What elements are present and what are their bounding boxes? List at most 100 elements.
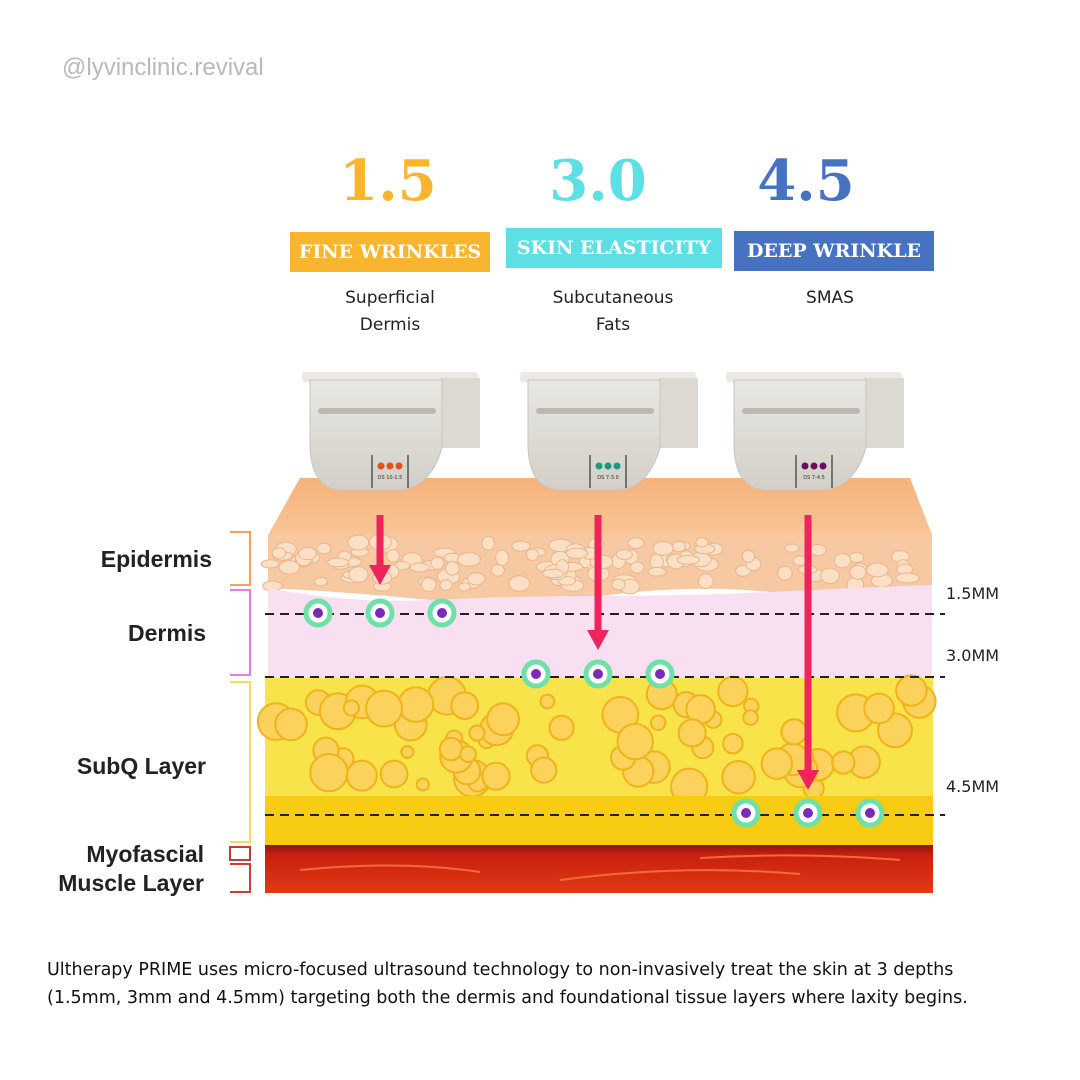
epidermis-cell (439, 579, 453, 591)
bracket-subq (230, 681, 251, 843)
depth-number-3: 4.5 (757, 148, 855, 214)
transducer-indicator-dot (819, 462, 827, 470)
label-deep-wrinkle: DEEP WRINKLE (734, 231, 934, 271)
epidermis-cell (849, 564, 867, 580)
transducer-model: DS 10-1.5 (378, 475, 403, 481)
epidermis-cell (271, 547, 287, 559)
fat-cell (415, 777, 430, 792)
target-3: SMAS (720, 285, 940, 312)
layer-label-epidermis: Epidermis (100, 546, 212, 572)
bracket-myofascial (229, 846, 251, 861)
epidermis-cell (866, 562, 889, 578)
bracket-dermis (230, 589, 251, 676)
epidermis-cell (409, 562, 430, 573)
epidermis-cell (420, 577, 437, 593)
target-1-line1: Superficial (345, 288, 435, 308)
epidermis-cell (457, 582, 471, 592)
caption: Ultherapy PRIME uses micro-focused ultra… (47, 956, 1067, 1012)
epidermis-cell (386, 548, 400, 563)
epidermis-cell (615, 549, 633, 560)
epidermis-cell (630, 561, 645, 574)
arrow-head-icon (369, 565, 391, 585)
epidermis-cell (508, 575, 531, 592)
epidermis-cell (525, 548, 539, 562)
fat-cell (274, 707, 308, 742)
epidermis-cell (565, 547, 589, 559)
fat-cell (397, 686, 435, 723)
epidermis-cell (784, 543, 800, 553)
transducer-indicator-dot (613, 462, 621, 470)
epidermis-cell (819, 567, 840, 584)
depth-number-1: 1.5 (339, 148, 437, 214)
caption-line-1: Ultherapy PRIME uses micro-focused ultra… (47, 960, 954, 980)
layer-label-muscle: Muscle Layer (58, 870, 204, 896)
arrow-head-icon (587, 630, 609, 650)
transducer-2: DS 7-3.0 (520, 372, 698, 491)
epidermis-cell (671, 540, 686, 553)
epidermis-cell (652, 541, 674, 556)
depth-marker-4-5: 4.5MM (946, 777, 1000, 796)
epidermis-cell (777, 565, 793, 581)
epidermis-cell (741, 549, 756, 563)
fat-cell (760, 747, 794, 780)
transducer-indicator-dot (801, 462, 809, 470)
fat-cell (722, 732, 744, 755)
epidermis-cell (495, 549, 510, 566)
fat-cell (481, 761, 511, 791)
transducer-indicator-dot (604, 462, 612, 470)
epidermis-cell (347, 534, 370, 551)
epidermis-cell (297, 546, 317, 561)
transducer-indicator-dot (810, 462, 818, 470)
fat-cell (400, 744, 415, 760)
fat-cell (721, 759, 756, 795)
fat-cell (539, 693, 556, 710)
muscle-layer (265, 845, 933, 893)
deep-fat-band (265, 796, 933, 845)
epidermis-cell (647, 566, 667, 577)
fat-cell (895, 674, 928, 707)
transducer-indicator-dot (377, 462, 385, 470)
label-skin-elasticity: SKIN ELASTICITY (506, 228, 722, 268)
fat-cell (717, 675, 749, 708)
epidermis-cell (809, 543, 827, 557)
depth-marker-3-0: 3.0MM (946, 646, 1000, 665)
fat-cell (468, 724, 486, 742)
fat-cell (742, 709, 759, 726)
epidermis-cell (445, 561, 460, 576)
epidermis-cell (490, 564, 505, 577)
epidermis-cell (511, 540, 531, 552)
epidermis-cell (695, 537, 709, 548)
fat-cell (379, 759, 409, 789)
transducer-model: DS 7-4.5 (803, 475, 825, 481)
depth-number-2: 3.0 (549, 148, 647, 214)
layer-label-myofascial: Myofascial (86, 841, 204, 867)
epidermis-cell (676, 554, 700, 565)
epidermis-cell (557, 576, 577, 586)
epidermis-cell (466, 572, 486, 586)
fat-cell (459, 745, 477, 764)
epidermis-cell (833, 552, 852, 569)
epidermis-cell (278, 560, 301, 575)
fat-cell (345, 759, 378, 792)
epidermis-cell (792, 555, 807, 566)
target-1-line2: Dermis (359, 315, 421, 335)
fat-cell (548, 714, 575, 741)
fat-cell (780, 718, 808, 746)
fat-cell (677, 718, 707, 748)
layer-label-subq: SubQ Layer (76, 753, 206, 779)
fat-cell (616, 722, 654, 761)
transducer-indicator-dot (386, 462, 394, 470)
target-3-line1: SMAS (806, 288, 854, 308)
transducer-indicator-dot (595, 462, 603, 470)
epidermis-cell (348, 566, 369, 583)
epidermis-cell (457, 552, 481, 567)
bracket-muscle (230, 863, 251, 893)
fat-cell (486, 702, 521, 737)
epidermis-cell (627, 537, 645, 550)
watermark-handle: @lyvinclinic.revival (62, 54, 264, 81)
fat-cell (365, 689, 403, 728)
